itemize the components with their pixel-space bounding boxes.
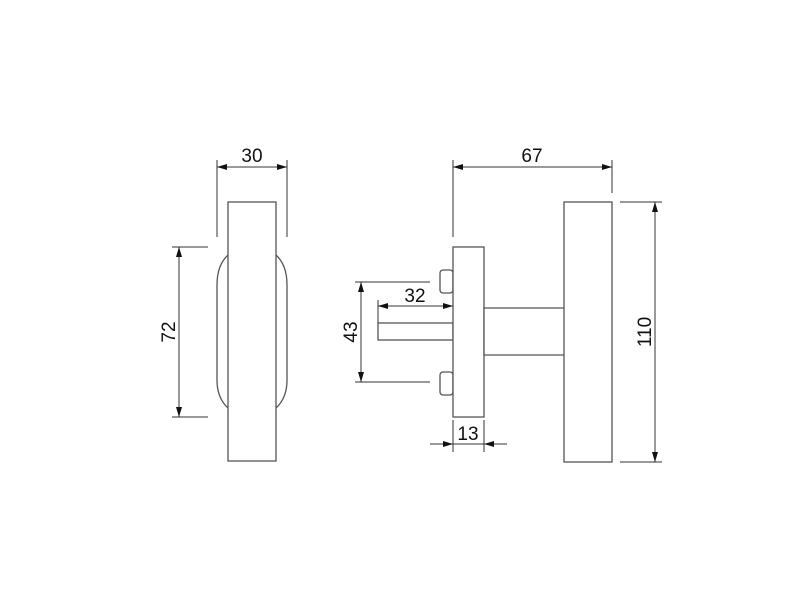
- side-view: 30 72: [159, 146, 288, 462]
- screw-bottom: [439, 371, 454, 396]
- dimension-depth: 67: [452, 146, 613, 237]
- dimension-label: 32: [404, 286, 425, 307]
- dimension-spindle-length: 32: [377, 286, 453, 323]
- dimension-label: 13: [457, 424, 478, 445]
- dimension-label: 72: [159, 321, 180, 342]
- dimension-label: 110: [635, 317, 656, 347]
- handle-bar-front: [563, 201, 613, 463]
- grip-outline: [216, 254, 288, 409]
- dimension-rose-thickness: 13: [430, 420, 507, 452]
- dimension-height: 110: [620, 201, 662, 463]
- rose-plate: [452, 246, 485, 418]
- dimension-grip-height: 72: [159, 246, 208, 418]
- dimension-width: 30: [216, 146, 288, 237]
- screw-top: [439, 269, 454, 294]
- dimension-label: 43: [341, 321, 362, 342]
- dimension-screw-spacing: 43: [341, 281, 430, 383]
- dimension-label: 30: [241, 146, 262, 167]
- spindle: [377, 322, 454, 341]
- front-view: 67 110 43 32 13: [341, 146, 662, 463]
- handle-bar-side: [227, 201, 277, 462]
- dimension-label: 67: [521, 146, 542, 167]
